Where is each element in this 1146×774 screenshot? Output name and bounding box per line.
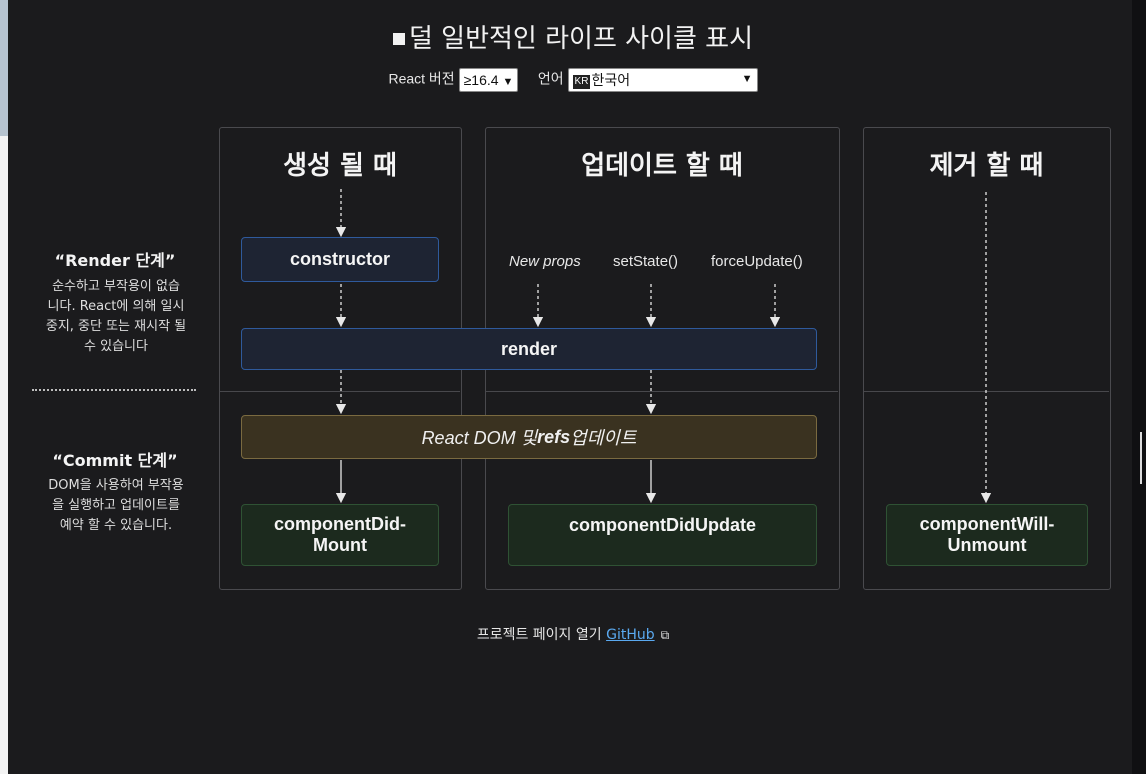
commit-phase-desc-line: 예약 할 수 있습니다. [59,518,173,533]
chevron-down-icon: ▼ [502,76,514,88]
constructor-node[interactable]: constructor [241,237,439,282]
footer: 프로젝트 페이지 열기 GitHub ⧉ [0,624,1146,644]
footer-text: 프로젝트 페이지 열기 [476,627,607,643]
unmount-column-title: 제거 할 때 [929,151,1044,181]
page-title: 덜 일반적인 라이프 사이클 표시 [0,18,1146,55]
trigger-force-update: forceUpdate() [711,253,803,270]
react-version-select[interactable]: ≥16.4▼ [458,68,519,92]
component-will-unmount-node[interactable]: componentWill- Unmount [886,504,1088,566]
text-cursor [1140,432,1142,484]
phase-divider-update [486,391,838,392]
trigger-new-props: New props [509,253,581,270]
phase-divider-mount [220,391,460,392]
render-phase-desc-line: 중지, 중단 또는 재시작 될 [45,319,187,334]
language-value: 한국어 [591,72,631,88]
commit-phase-desc-line: 을 실행하고 업데이트를 [52,498,180,513]
react-version-value: ≥16.4 [463,72,499,88]
component-did-mount-node[interactable]: componentDid- Mount [241,504,439,566]
github-link[interactable]: GitHub [606,627,655,643]
checkbox-icon[interactable] [392,33,405,45]
commit-phase-description: DOM을 사용하여 부작용 을 실행하고 업데이트를 예약 할 수 있습니다. [26,476,206,536]
phase-separator [32,389,196,391]
will-unmount-line-2: Unmount [947,535,1027,555]
react-version-label: React 버전 [388,70,455,87]
dom-update-text-b: refs [537,426,571,447]
language-label: 언어 [537,70,564,87]
render-phase-desc-line: 수 있습니다 [84,339,148,354]
dom-update-text-c: 업데이트 [570,428,637,448]
dom-update-text-a: React DOM 및 [421,428,538,448]
render-phase-title: “Render 단계” [54,251,176,270]
render-phase-desc-line: 순수하고 부작용이 없습 [52,279,180,294]
external-link-icon: ⧉ [660,628,670,642]
render-phase-description: 순수하고 부작용이 없습 니다. React에 의해 일시 중지, 중단 또는 … [26,277,206,357]
chevron-down-icon: ▼ [741,73,753,85]
unmount-column [863,127,1111,590]
will-unmount-line-1: componentWill- [919,514,1055,534]
page-title-text: 덜 일반적인 라이프 사이클 표시 [408,24,754,54]
trigger-set-state: setState() [613,253,679,270]
left-window-edge-top [0,0,8,136]
render-node[interactable]: render [241,328,817,370]
did-mount-line-1: componentDid- [274,514,406,534]
commit-phase-desc-line: DOM을 사용하여 부작용 [48,478,184,493]
render-phase-desc-line: 니다. React에 의해 일시 [47,299,185,314]
korea-flag-icon: KR [572,75,591,89]
update-column-title: 업데이트 할 때 [581,151,743,181]
component-did-update-node[interactable]: componentDidUpdate [508,504,817,566]
commit-phase-title: “Commit 단계” [52,451,178,470]
dom-refs-update-node[interactable]: React DOM 및 refs 업데이트 [241,415,817,459]
right-window-edge [1132,0,1146,774]
mount-column-title: 생성 될 때 [283,151,397,181]
did-mount-line-2: Mount [313,535,367,555]
left-window-edge [0,0,8,774]
did-update-label: componentDidUpdate [569,515,756,535]
